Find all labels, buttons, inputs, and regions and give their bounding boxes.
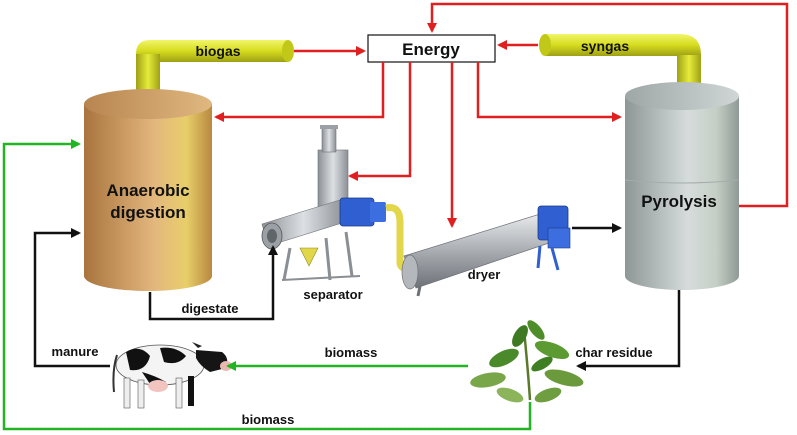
separator-machine-icon: separator bbox=[261, 125, 386, 302]
arrow-pyrolysis-to-energy bbox=[427, 2, 789, 208]
arrow-char-residue bbox=[576, 290, 681, 371]
energy-label: Energy bbox=[402, 40, 460, 59]
anaerobic-label-line1: Anaerobic bbox=[106, 181, 189, 200]
manure-label: manure bbox=[52, 344, 99, 359]
arrow-manure bbox=[33, 228, 110, 368]
anaerobic-digestion-tank: Anaerobic digestion bbox=[84, 89, 212, 291]
arrow-energy-to-separator bbox=[348, 62, 412, 181]
char-residue-label: char residue bbox=[575, 345, 652, 360]
syngas-label: syngas bbox=[581, 38, 629, 54]
separator-label: separator bbox=[303, 287, 362, 302]
pyrolysis-reactor: Pyrolysis bbox=[624, 82, 740, 290]
cow-icon bbox=[112, 342, 232, 409]
biomass-flows bbox=[2, 139, 532, 431]
biomass-top-label: biomass bbox=[325, 345, 378, 360]
arrow-digestate bbox=[148, 245, 278, 321]
biogas-label: biogas bbox=[195, 43, 240, 59]
energy-node: Energy bbox=[367, 34, 496, 63]
anaerobic-label-line2: digestion bbox=[110, 203, 186, 222]
arrow-energy-to-digester bbox=[214, 62, 385, 122]
dryer-label: dryer bbox=[468, 267, 501, 282]
energy-flows bbox=[214, 2, 789, 228]
arrow-biomass-to-digester bbox=[2, 139, 532, 431]
digestate-label: digestate bbox=[181, 301, 238, 316]
plant-icon bbox=[470, 320, 584, 403]
material-flows bbox=[33, 223, 681, 371]
biogas-pipe: biogas bbox=[134, 40, 294, 106]
dryer-machine-icon: dryer bbox=[401, 205, 571, 297]
arrow-energy-to-pyrolysis bbox=[476, 62, 622, 122]
biomass-bottom-label: biomass bbox=[242, 412, 295, 427]
pyrolysis-label: Pyrolysis bbox=[641, 192, 717, 211]
